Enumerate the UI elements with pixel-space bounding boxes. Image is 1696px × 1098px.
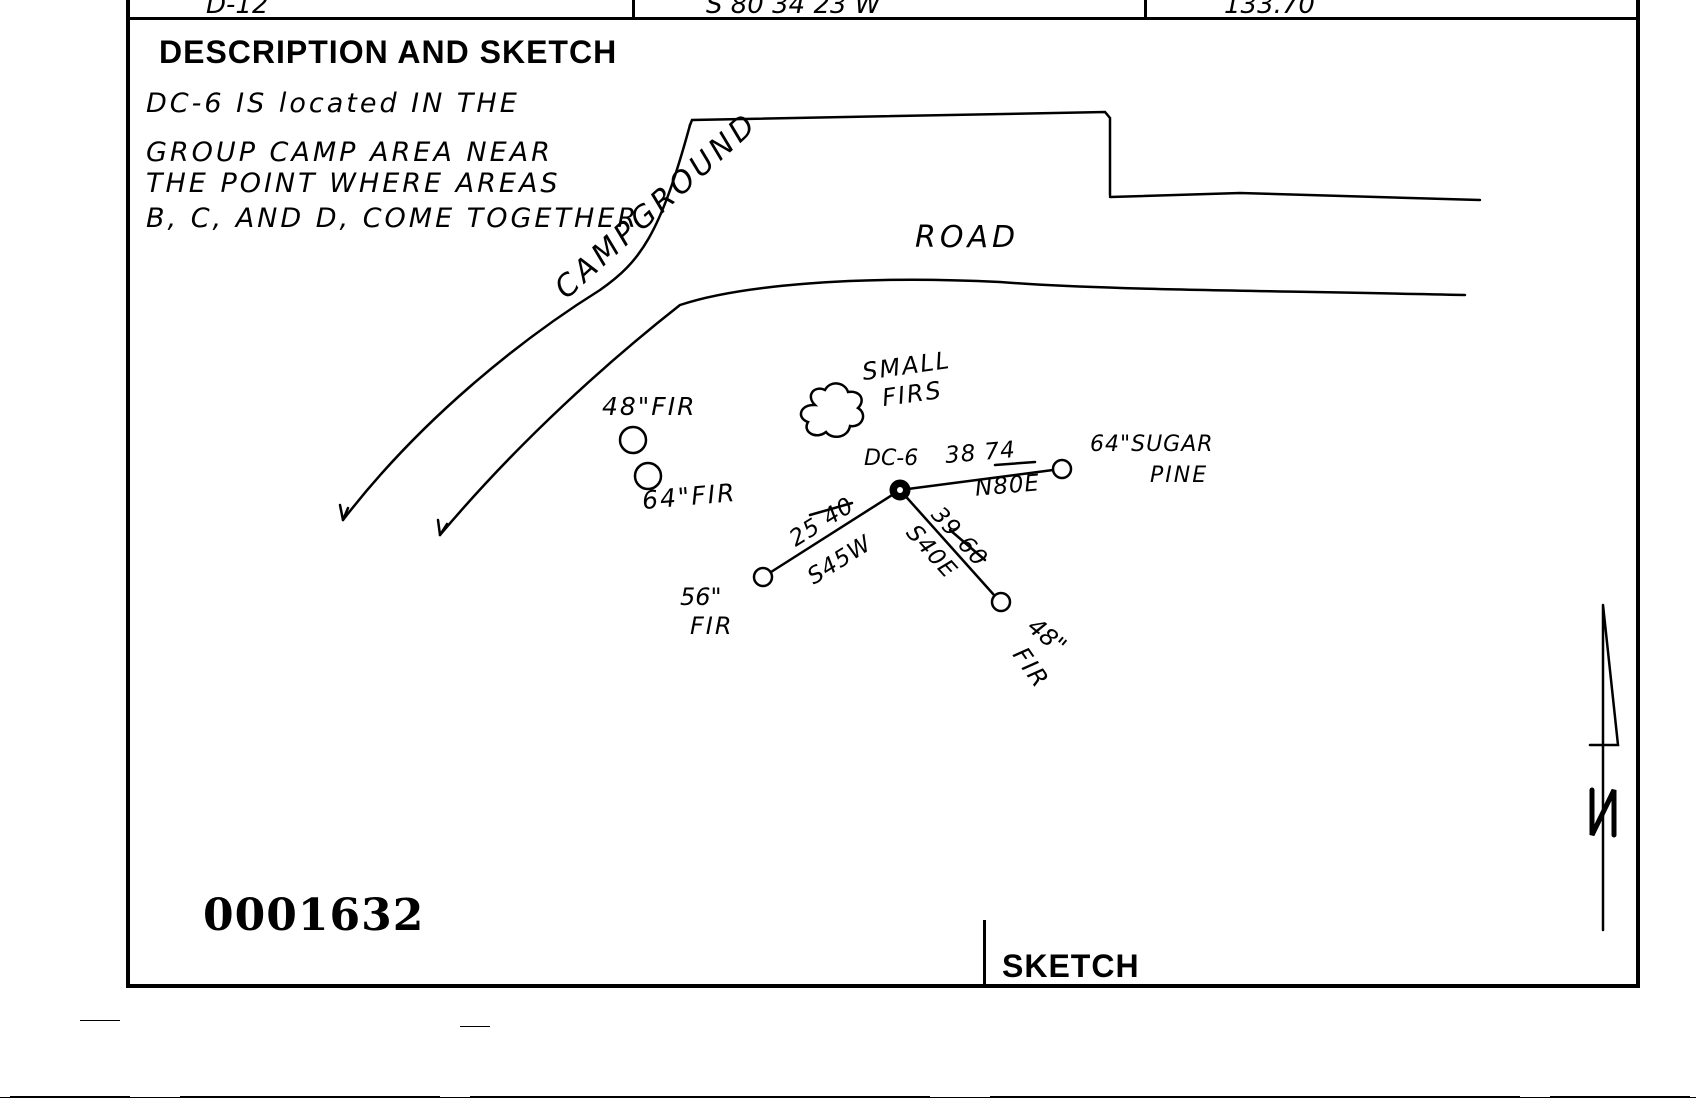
scan-mark bbox=[470, 1096, 930, 1097]
tree-48-fir-se bbox=[990, 591, 1012, 613]
tie-se-underline bbox=[948, 528, 987, 562]
station-id-cell: D-12 bbox=[206, 0, 269, 20]
tie-line-east bbox=[898, 468, 1055, 492]
distance-cell: 133.70 bbox=[1224, 0, 1315, 20]
north-symbol bbox=[1589, 787, 1617, 838]
tree-sugar-pine bbox=[1051, 458, 1073, 480]
scan-mark bbox=[990, 1096, 1520, 1097]
note-line-3: THE POINT WHERE AREAS bbox=[146, 168, 561, 199]
tree-56-fir bbox=[752, 566, 774, 588]
tie-east-underline bbox=[993, 460, 1037, 467]
tree-48-fir-nw bbox=[618, 425, 648, 455]
scan-mark bbox=[180, 1096, 440, 1097]
top-row bbox=[126, 0, 1640, 20]
road-edge-top-right bbox=[1108, 191, 1482, 202]
tree-56-fir-label-2: FIR bbox=[690, 612, 734, 640]
north-arrow-label: N bbox=[1594, 782, 1595, 783]
scan-mark bbox=[1550, 1096, 1690, 1097]
sugar-pine-label-2: PINE bbox=[1150, 463, 1209, 488]
note-line-4: B, C, AND D, COME TOGETHER bbox=[146, 203, 640, 234]
road-label-road: ROAD bbox=[915, 220, 1020, 255]
description-frame bbox=[126, 0, 1640, 988]
scan-mark bbox=[460, 1026, 490, 1027]
tie-line-se bbox=[898, 488, 996, 597]
tree-56-fir-label-1: 56" bbox=[680, 583, 722, 611]
sketch-label: SKETCH bbox=[1002, 948, 1140, 984]
station-label: DC-6 bbox=[864, 446, 919, 471]
tie-sw-underline bbox=[808, 501, 854, 517]
tree-48-fir-nw-label: 48"FIR bbox=[602, 392, 697, 421]
road-arrow-1 bbox=[338, 503, 350, 522]
section-title: DESCRIPTION AND SKETCH bbox=[159, 34, 618, 70]
sugar-pine-label-1: 64"SUGAR bbox=[1090, 432, 1214, 457]
small-firs-symbol bbox=[799, 382, 865, 439]
sketch-divider bbox=[983, 920, 986, 988]
document-number: 0001632 bbox=[203, 890, 425, 941]
road-edge-inner bbox=[438, 278, 1467, 537]
top-row-divider bbox=[632, 0, 635, 20]
tie-line-sw bbox=[769, 488, 902, 574]
road-edge-top bbox=[688, 110, 1112, 197]
road-edge-outer bbox=[341, 123, 692, 522]
north-arrow-icon bbox=[1588, 603, 1620, 932]
note-line-2: GROUP CAMP AREA NEAR bbox=[146, 137, 553, 168]
road-arrow-2 bbox=[436, 518, 449, 537]
tree-64-fir bbox=[633, 461, 663, 491]
scan-mark bbox=[80, 1020, 120, 1021]
note-line-1: DC-6 IS located IN THE bbox=[146, 88, 520, 119]
top-row-divider bbox=[1144, 0, 1147, 20]
bearing-cell: S 80 34 23 W bbox=[706, 0, 881, 20]
scan-mark bbox=[10, 1096, 130, 1097]
